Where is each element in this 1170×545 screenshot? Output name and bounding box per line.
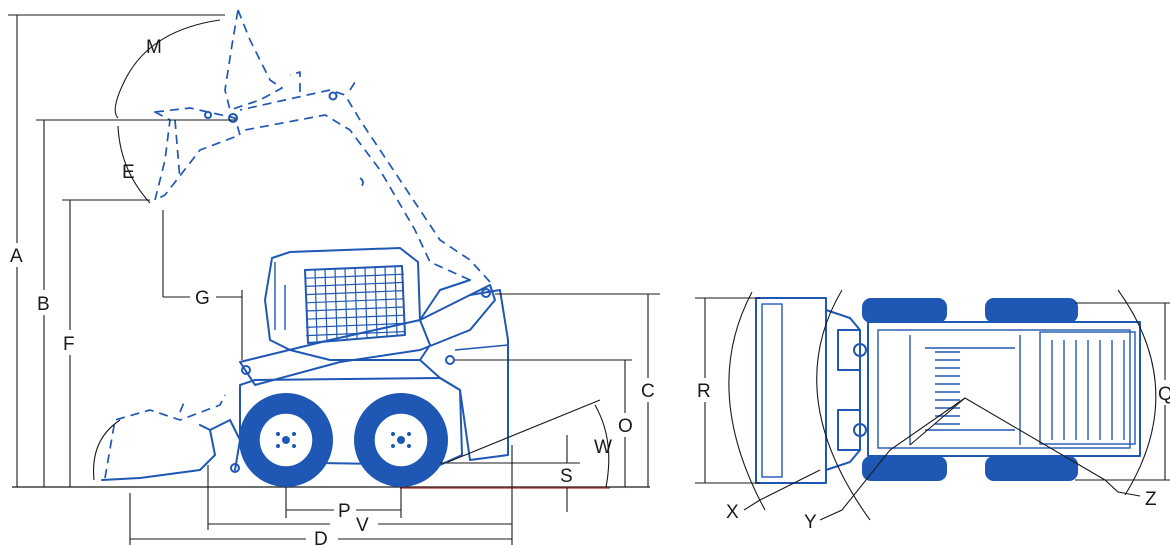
top-tire-front-left <box>862 298 947 323</box>
label-b: B <box>37 294 50 315</box>
bucket-angle-arc-ground <box>92 419 121 481</box>
top-arc-x <box>728 291 766 511</box>
label-v: V <box>356 515 369 536</box>
label-f: F <box>63 334 75 355</box>
grille-line <box>364 267 368 338</box>
label-s: S <box>560 466 573 487</box>
mid-pivot-pin <box>445 355 455 365</box>
raised-boom-pin <box>328 91 338 101</box>
grille-line <box>305 290 405 296</box>
raised-pivot-pin <box>228 113 238 123</box>
raised-pivot-pin-2 <box>204 111 212 119</box>
top-tire-rear-left <box>985 298 1078 323</box>
side-view <box>8 9 660 545</box>
grille-line <box>334 268 338 340</box>
grille-line <box>314 269 318 342</box>
grille-line <box>305 322 405 328</box>
boom-pivot-pin <box>481 288 491 298</box>
rear-wheel <box>354 393 448 487</box>
label-m: M <box>146 37 162 58</box>
top-tire-front-right <box>862 456 947 481</box>
label-a: A <box>10 246 23 267</box>
label-o: O <box>618 416 633 437</box>
label-y: Y <box>804 512 817 533</box>
grille-line <box>305 306 405 312</box>
grille-line <box>305 314 405 320</box>
top-arc-z <box>1117 289 1157 496</box>
top-tire-rear-right <box>985 456 1078 481</box>
departure-angle-line <box>447 399 601 463</box>
grille-line <box>305 298 405 304</box>
label-e: E <box>122 162 135 183</box>
lift-arm <box>239 279 496 386</box>
grille-line <box>374 267 378 337</box>
front-pivot-pin <box>241 365 251 375</box>
grille-line <box>354 267 358 339</box>
label-r: R <box>697 381 711 402</box>
label-q: Q <box>1158 384 1170 405</box>
cab-grille <box>304 265 406 344</box>
top-arc-y <box>816 289 871 521</box>
label-x: X <box>726 502 739 523</box>
rollback-angle-arc-e <box>117 125 151 204</box>
front-wheel <box>239 393 333 487</box>
top-bucket <box>755 297 867 484</box>
lowered-bucket <box>101 394 241 481</box>
dump-angle-arc-m <box>114 19 221 119</box>
grille-line <box>324 269 328 341</box>
cab <box>264 247 431 361</box>
grille-line <box>344 268 348 339</box>
label-g: G <box>195 288 210 309</box>
grille-line <box>394 266 398 335</box>
label-d: D <box>314 529 328 545</box>
raised-bucket-outline <box>154 9 283 201</box>
label-w: W <box>594 437 612 458</box>
departure-angle-arc-w <box>594 404 610 488</box>
top-body-frame <box>867 321 1141 457</box>
grille-line <box>384 266 388 336</box>
label-z: Z <box>1145 489 1157 510</box>
dimension-labels: M E A B F G C O W S P V D R Q X Y Z <box>10 37 1170 545</box>
raised-boom-outline <box>239 71 491 283</box>
label-p: P <box>338 501 351 522</box>
label-c: C <box>641 381 655 402</box>
top-view <box>695 289 1170 521</box>
